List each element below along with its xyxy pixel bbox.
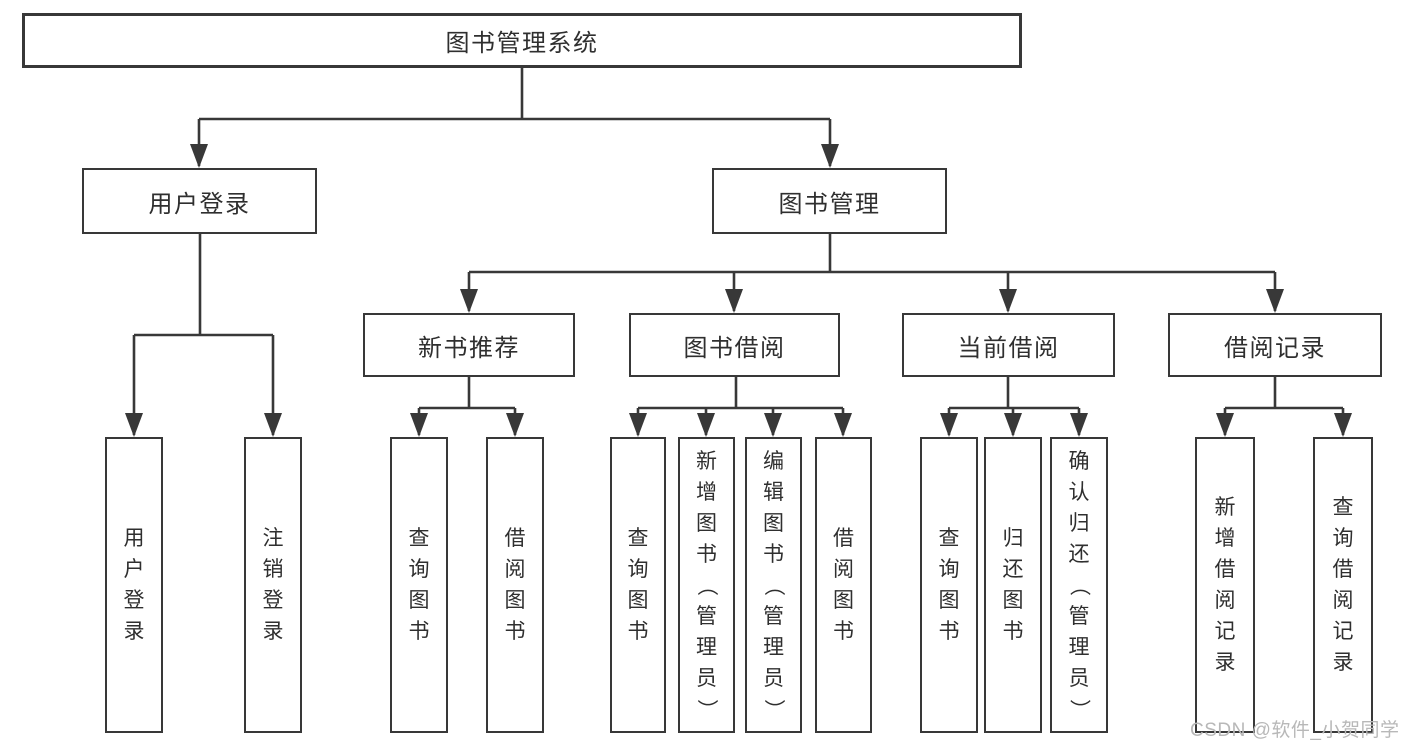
leaf-logout: 注销登录 (244, 437, 302, 733)
leaf-add-books-admin: 新增图书（管理员） (678, 437, 735, 733)
csdn-watermark: CSDN @软件_小贺同学 (1190, 720, 1400, 741)
leaf-confirm-return-admin: 确认归还（管理员） (1050, 437, 1108, 733)
leaf-edit-books-admin: 编辑图书（管理员） (745, 437, 802, 733)
leaf-borrow-books: 借阅图书 (815, 437, 872, 733)
node-current-borrow: 当前借阅 (902, 313, 1115, 377)
leaf-user-login: 用户登录 (105, 437, 163, 733)
node-borrow-records: 借阅记录 (1168, 313, 1382, 377)
leaf-add-borrow-record: 新增借阅记录 (1195, 437, 1255, 733)
node-book-management: 图书管理 (712, 168, 947, 234)
leaf-query-borrow-record: 查询借阅记录 (1313, 437, 1373, 733)
leaf-query-books-recommend: 查询图书 (390, 437, 448, 733)
leaf-borrow-books-recommend: 借阅图书 (486, 437, 544, 733)
node-new-book-recommend: 新书推荐 (363, 313, 575, 377)
leaf-return-books: 归还图书 (984, 437, 1042, 733)
node-root-library-system: 图书管理系统 (22, 13, 1022, 68)
leaf-query-books-borrow: 查询图书 (610, 437, 666, 733)
node-book-borrow: 图书借阅 (629, 313, 840, 377)
node-user-login: 用户登录 (82, 168, 317, 234)
leaf-query-books-current: 查询图书 (920, 437, 978, 733)
